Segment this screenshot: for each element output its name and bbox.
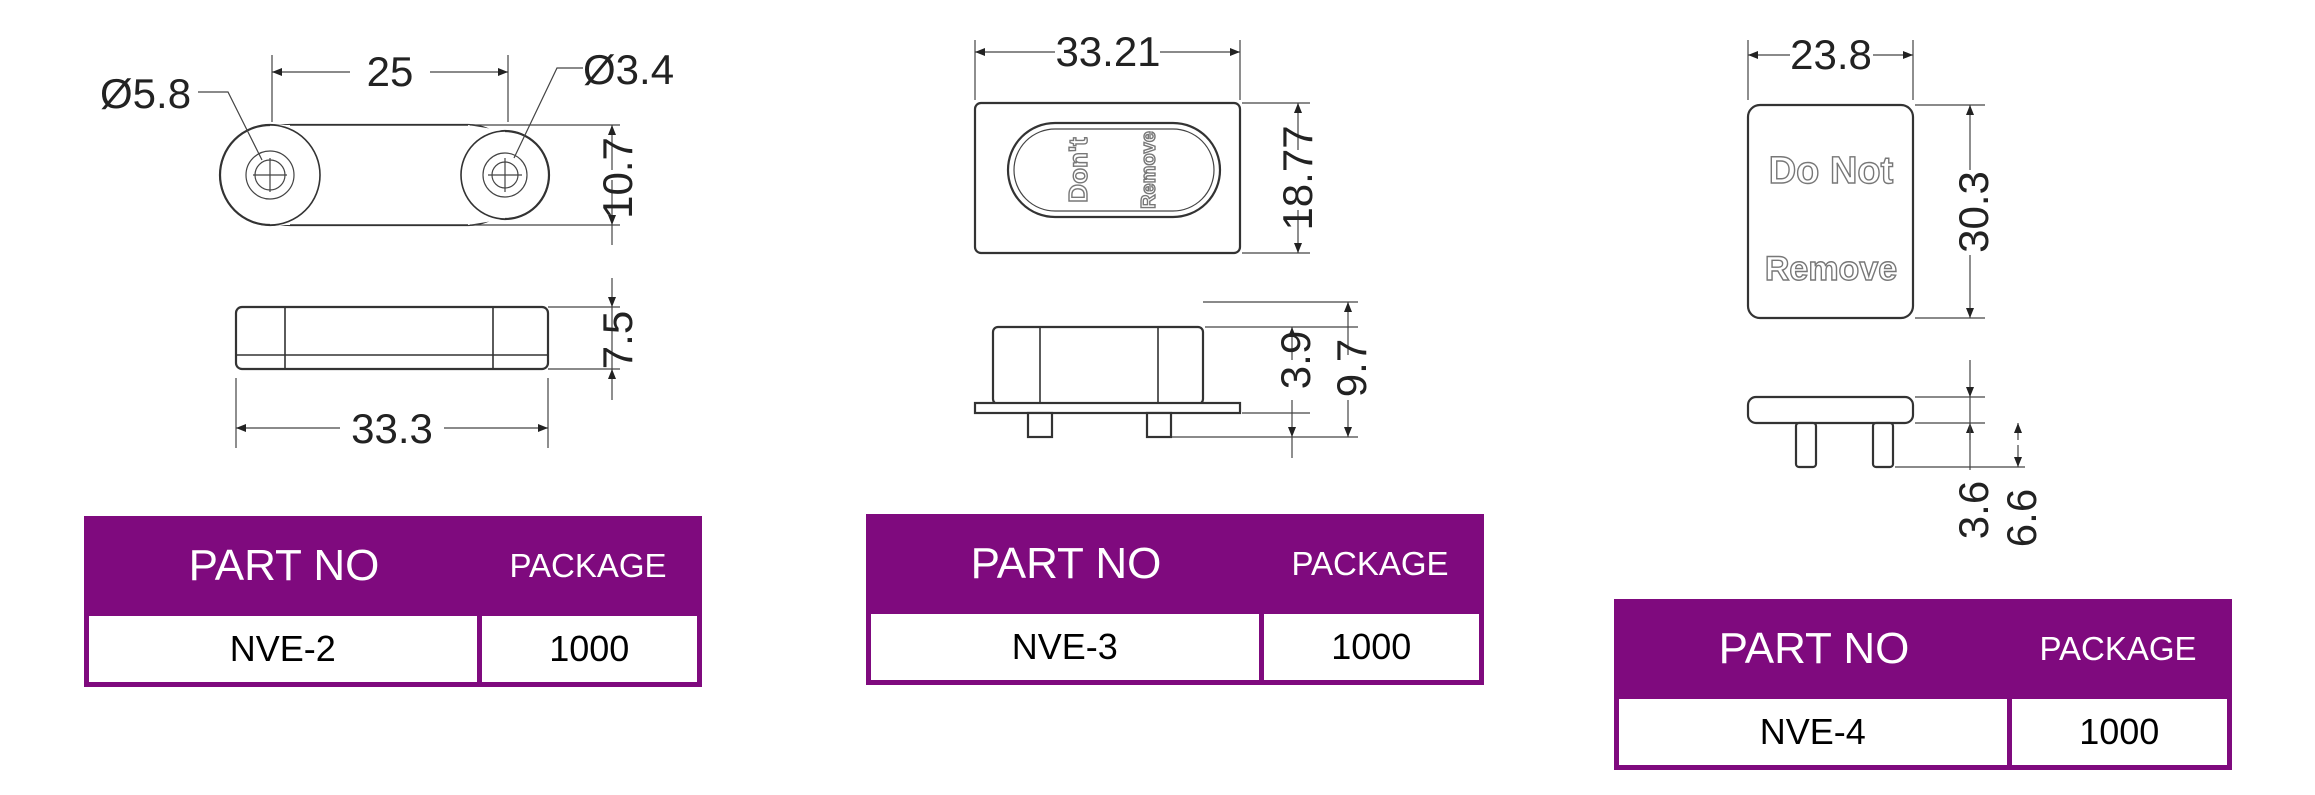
package-cell: 1000 xyxy=(2006,694,2232,770)
nve3-part-table: PART NO PACKAGE NVE-3 1000 xyxy=(866,514,1484,685)
nve4-dim-body: 3.6 xyxy=(1950,481,1997,539)
part-no-header: PART NO xyxy=(1616,601,2009,697)
nve3-dim-total: 9.7 xyxy=(1328,339,1375,397)
nve2-side-view xyxy=(234,305,550,371)
nve3-dim-body: 3.9 xyxy=(1272,331,1319,389)
nve2-dim-height: 10.7 xyxy=(594,137,641,219)
nve3-label-line1: Don't xyxy=(1063,137,1093,203)
part-no-cell: NVE-4 xyxy=(1614,694,2012,770)
nve4-dimensions: 23.8 30.3 3.6 6.6 xyxy=(1747,31,2045,547)
nve2-dim-spacing: 25 xyxy=(367,48,414,95)
nve4-dim-height: 30.3 xyxy=(1950,171,1997,253)
nve4-side-view xyxy=(1746,395,1915,469)
part-no-header: PART NO xyxy=(86,518,479,614)
nve2-dim-thickness: 7.5 xyxy=(594,311,641,369)
package-cell: 1000 xyxy=(1258,609,1484,685)
package-cell: 1000 xyxy=(476,611,702,687)
nve4-dim-total: 6.6 xyxy=(1998,489,2045,547)
package-header: PACKAGE xyxy=(479,518,700,614)
nve2-dim-hole-small: Ø3.4 xyxy=(583,46,674,93)
nve3-dim-width: 33.21 xyxy=(1055,28,1160,75)
nve2-dim-length: 33.3 xyxy=(351,405,433,452)
nve3-top-view: Don't Remove xyxy=(973,101,1242,255)
nve4-top-view: Do Not Remove xyxy=(1746,103,1915,320)
part-no-cell: NVE-3 xyxy=(866,609,1264,685)
nve2-top-view xyxy=(218,123,551,227)
nve2-part-table: PART NO PACKAGE NVE-2 1000 xyxy=(84,516,702,687)
nve4-dim-width: 23.8 xyxy=(1790,31,1872,78)
part-no-header: PART NO xyxy=(868,516,1261,612)
nve4-label-line1: Do Not xyxy=(1769,150,1894,192)
nve3-dim-height: 18.77 xyxy=(1274,125,1321,230)
nve3-side-view xyxy=(973,325,1242,439)
nve3-dimensions: 33.21 18.77 3.9 9.7 xyxy=(974,28,1375,458)
nve2-dimensions: 25 Ø5.8 Ø3.4 10.7 7.5 33.3 xyxy=(100,46,674,452)
nve2-dim-hole-large: Ø5.8 xyxy=(100,70,191,117)
package-header: PACKAGE xyxy=(1261,516,1482,612)
nve4-part-table: PART NO PACKAGE NVE-4 1000 xyxy=(1614,599,2232,770)
nve3-label-line2: Remove xyxy=(1138,131,1160,209)
part-no-cell: NVE-2 xyxy=(84,611,482,687)
package-header: PACKAGE xyxy=(2009,601,2230,697)
nve4-label-line2: Remove xyxy=(1765,250,1897,288)
